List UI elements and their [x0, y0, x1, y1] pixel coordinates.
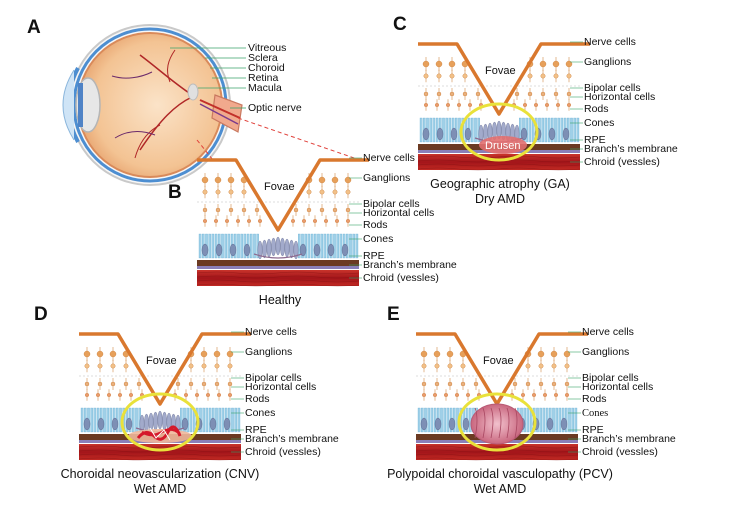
panel-letter-d: D [34, 304, 48, 325]
label-nerve-cells: Nerve cells [584, 36, 636, 48]
panel-letter-e: E [387, 304, 400, 325]
label-bipolar-cells: Bipolar cells [582, 372, 639, 384]
rpe-layer [197, 260, 359, 266]
caption-title: Polypoidal choroidal vasculopathy (PCV) [387, 467, 613, 481]
label-optic-nerve: Optic nerve [248, 102, 302, 114]
drusen-deposit [479, 136, 527, 154]
fovea-label: Fovae [483, 355, 514, 367]
choroid-layer [418, 154, 580, 170]
panel-letter-a: A [27, 17, 41, 38]
panel-letter-b: B [168, 182, 182, 203]
fovea-outline [418, 42, 590, 116]
caption-title: Geographic atrophy (GA) [430, 177, 570, 191]
panel-a: A [27, 17, 361, 186]
label-cones: Cones [582, 408, 608, 419]
label-sclera: Sclera [248, 52, 278, 64]
fovea-label: Fovae [485, 65, 516, 77]
label-bruch-membrane: Branch’s membrane [582, 433, 676, 445]
choroid-layer [416, 444, 578, 460]
label-horizontal-cells: Horizontal cells [582, 381, 653, 393]
pcv-polyps [470, 403, 524, 445]
caption-subtitle: Wet AMD [474, 482, 527, 496]
cnv-vessels [136, 425, 182, 441]
choroid-layer [197, 270, 359, 286]
caption-title: Choroidal neovascularization (CNV) [61, 467, 260, 481]
label-chroid-vessles: Chroid (vessles) [363, 272, 439, 284]
label-retina: Retina [248, 72, 279, 84]
panel-letter-c: C [393, 14, 407, 35]
label-ganglions: Ganglions [245, 346, 292, 358]
caption-title: Healthy [259, 293, 302, 307]
label-chroid-vessles: Chroid (vessles) [245, 446, 321, 458]
label-chroid-vessles: Chroid (vessles) [584, 156, 660, 168]
eye-leader-lines [170, 47, 246, 109]
label-bipolar-cells: Bipolar cells [363, 198, 420, 210]
lesion-highlight-ring [459, 102, 539, 162]
label-cones: Cones [245, 407, 275, 419]
label-nerve-cells: Nerve cells [245, 326, 297, 338]
label-horizontal-cells: Horizontal cells [363, 207, 434, 219]
zoom-line-right [237, 117, 361, 161]
drusen-label: Drusen [485, 140, 520, 152]
label-rods: Rods [363, 219, 388, 231]
label-nerve-cells: Nerve cells [582, 326, 634, 338]
label-horizontal-cells: Horizontal cells [245, 381, 316, 393]
label-macula: Macula [248, 82, 282, 94]
label-bipolar-cells: Bipolar cells [245, 372, 302, 384]
label-rpe: RPE [245, 424, 267, 436]
lesion-highlight-ring [457, 392, 537, 452]
label-nerve-cells: Nerve cells [363, 152, 415, 164]
label-rods: Rods [584, 103, 609, 115]
fovea-label: Fovae [264, 181, 295, 193]
label-vitreous: Vitreous [248, 42, 286, 54]
label-ganglions: Ganglions [363, 172, 410, 184]
label-chroid-vessles: Chroid (vessles) [582, 446, 658, 458]
lesion-highlight-ring [120, 392, 200, 452]
fovea-outline [197, 158, 369, 232]
fovea-label: Fovae [146, 355, 177, 367]
label-bruch-membrane: Branch’s membrane [584, 143, 678, 155]
label-cones: Cones [363, 233, 393, 245]
fovea-outline [79, 332, 251, 406]
label-bruch-membrane: Branch’s membrane [245, 433, 339, 445]
label-rpe: RPE [582, 424, 604, 436]
bruch-membrane [197, 266, 359, 269]
label-ganglions: Ganglions [582, 346, 629, 358]
zoom-line-left [196, 139, 214, 161]
label-cones: Cones [584, 117, 614, 129]
label-choroid: Choroid [248, 62, 285, 74]
label-rods: Rods [582, 393, 607, 405]
label-ganglions: Ganglions [584, 56, 631, 68]
caption-subtitle: Wet AMD [134, 482, 187, 496]
label-rpe: RPE [584, 134, 606, 146]
label-bipolar-cells: Bipolar cells [584, 82, 641, 94]
choroid-layer [79, 444, 241, 460]
label-rpe: RPE [363, 250, 385, 262]
caption-subtitle: Dry AMD [475, 192, 525, 206]
eye-illustration [62, 24, 243, 186]
label-bruch-membrane: Branch’s membrane [363, 259, 457, 271]
label-rods: Rods [245, 393, 270, 405]
label-horizontal-cells: Horizontal cells [584, 91, 655, 103]
